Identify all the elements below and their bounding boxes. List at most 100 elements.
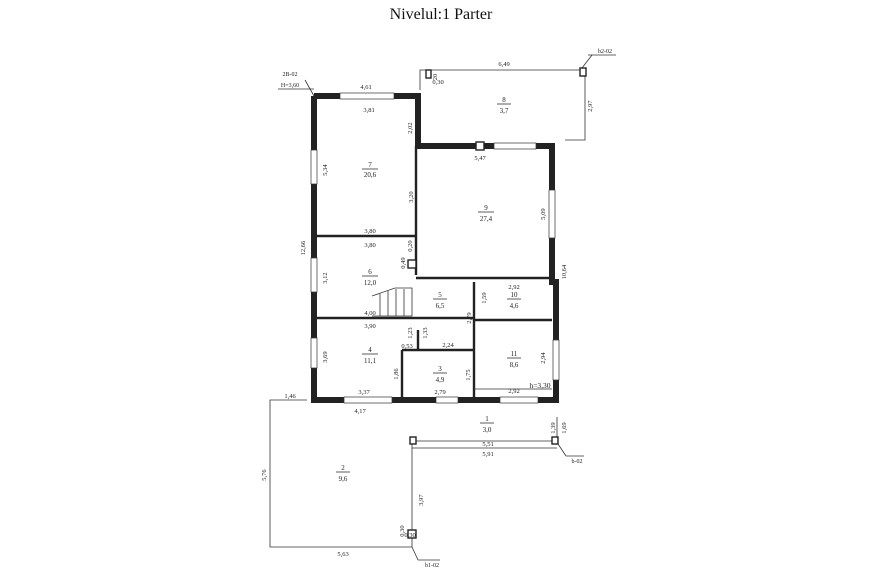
dim-label: 5,34 <box>322 164 329 176</box>
dim-label: 3,12 <box>322 272 329 283</box>
column <box>551 436 559 445</box>
column <box>407 259 417 269</box>
dim-label: 4,00 <box>364 310 375 317</box>
dim-label: 2,79 <box>434 389 445 396</box>
dim-label: 2,24 <box>442 342 454 349</box>
svg-text:3: 3 <box>438 365 442 373</box>
svg-text:3,7: 3,7 <box>500 107 509 115</box>
axis-tag: 2B-02 <box>283 72 298 78</box>
exterior-wall <box>314 93 559 403</box>
plan-title: Nivelul:1 Parter <box>389 6 493 23</box>
tag-leader <box>581 54 593 69</box>
window <box>552 339 560 381</box>
dim-label: 4,17 <box>354 408 366 415</box>
dim-label: 6,49 <box>498 61 509 68</box>
column <box>407 529 417 539</box>
dim-label: 0,30 <box>399 525 406 536</box>
room8-outline <box>419 69 586 141</box>
column <box>409 436 417 445</box>
svg-text:6,5: 6,5 <box>436 302 445 310</box>
tag-leader <box>557 443 567 457</box>
dim-label: 2,92 <box>508 388 519 395</box>
dim-label: 3,80 <box>364 242 375 249</box>
svg-text:7: 7 <box>368 161 372 169</box>
window <box>435 396 459 404</box>
svg-text:6: 6 <box>368 268 372 276</box>
axis-tag: b1-02 <box>425 563 439 569</box>
dim-label: 20 <box>432 74 439 81</box>
window <box>499 396 539 404</box>
svg-text:5: 5 <box>438 291 442 299</box>
tag-leader <box>304 79 315 97</box>
dim-label: 1,69 <box>561 422 568 433</box>
dim-label: 2,94 <box>540 352 547 364</box>
dim-label: 0,20 <box>407 240 414 251</box>
dim-label: 1,75 <box>465 369 472 380</box>
dim-label: 3,80 <box>364 228 375 235</box>
dim-label: 3,97 <box>418 494 425 506</box>
axis-tag: b-02 <box>572 459 583 465</box>
window <box>548 189 556 239</box>
axis-tag: H=3,60 <box>281 83 299 89</box>
column <box>475 141 485 151</box>
dim-label: 5,47 <box>474 155 486 162</box>
room-label-8: 8 3,7 <box>497 96 511 115</box>
room-label-4: 4 11,1 <box>362 346 378 365</box>
svg-text:3,0: 3,0 <box>483 426 492 434</box>
window <box>343 396 393 404</box>
dim-label: 0,30 <box>404 532 415 539</box>
dim-label: 1,39 <box>550 422 557 433</box>
dim-label: 2,92 <box>508 284 519 291</box>
dim-label: 1,33 <box>422 327 429 338</box>
svg-text:1: 1 <box>485 415 489 423</box>
room-label-6: 6 12,0 <box>362 268 378 287</box>
dim-label: 1,86 <box>393 368 400 380</box>
dim-label: 12,66 <box>300 240 307 255</box>
dim-label: 3,81 <box>363 107 374 114</box>
room-label-11: 11 8,6 <box>507 350 521 369</box>
svg-text:11: 11 <box>511 350 518 358</box>
window <box>310 337 318 369</box>
svg-text:27,4: 27,4 <box>480 215 493 223</box>
height-mark: h=3,30 <box>529 381 550 390</box>
svg-text:4: 4 <box>368 346 372 354</box>
svg-text:11,1: 11,1 <box>364 357 376 365</box>
window <box>493 142 537 150</box>
dim-label: 2,97 <box>587 100 594 112</box>
room-label-9: 9 27,4 <box>478 204 494 223</box>
svg-text:4,9: 4,9 <box>436 376 445 384</box>
svg-text:20,6: 20,6 <box>364 171 377 179</box>
room-label-7: 7 20,6 <box>362 161 378 179</box>
dim-label: 0,30 <box>432 79 443 86</box>
tag-leader <box>411 546 419 561</box>
column <box>579 67 587 77</box>
staircase <box>371 287 413 317</box>
dim-label: 2,79 <box>466 312 473 323</box>
terrace-outline <box>269 399 413 548</box>
svg-text:2: 2 <box>341 464 345 472</box>
room-label-10: 10 4,6 <box>507 291 521 310</box>
dim-label: 3,37 <box>358 389 370 396</box>
dim-label: 1,59 <box>481 292 488 303</box>
column <box>425 69 432 79</box>
room-label-3: 3 4,9 <box>433 365 447 384</box>
dim-label: 3,90 <box>364 323 375 330</box>
window <box>310 149 318 185</box>
svg-text:10: 10 <box>511 291 519 299</box>
dim-label: 5,91 <box>482 451 493 458</box>
dim-label: 2,02 <box>407 122 414 133</box>
svg-text:9: 9 <box>484 204 488 212</box>
axis-tag: b2-02 <box>598 49 612 55</box>
dim-label: 3,20 <box>408 191 415 202</box>
dim-label: 4,61 <box>360 84 371 91</box>
dim-label: 1,23 <box>407 327 414 338</box>
svg-text:12,0: 12,0 <box>364 279 377 287</box>
svg-text:4,6: 4,6 <box>510 302 519 310</box>
room-label-2: 2 9,6 <box>336 464 350 483</box>
window <box>310 257 318 293</box>
room-label-1: 1 3,0 <box>480 415 494 434</box>
svg-text:8: 8 <box>502 96 506 104</box>
svg-text:9,6: 9,6 <box>339 475 348 483</box>
